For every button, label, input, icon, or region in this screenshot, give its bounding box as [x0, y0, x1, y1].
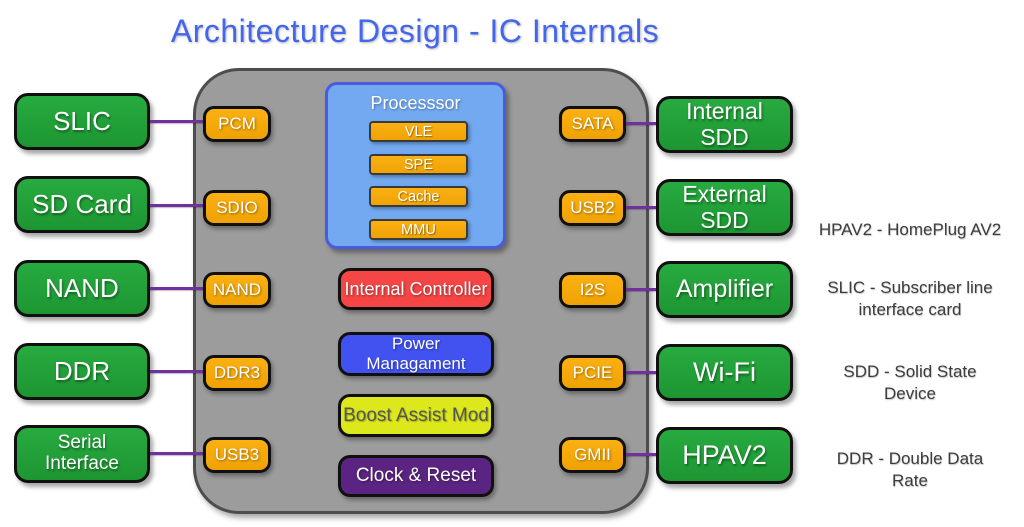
port-box-sdio: SDIO [203, 190, 271, 226]
connector-line-ddr-ddr3 [150, 370, 204, 373]
annotation-slic: SLIC - Subscriber line interface card [827, 278, 993, 319]
connector-line-nand-nand [150, 287, 204, 290]
processor-box: Processsor VLE SPE Cache MMU [325, 82, 506, 249]
connector-line-pcie-wifi [626, 371, 657, 374]
device-box-amplifier: Amplifier [656, 261, 793, 318]
device-box-sd-card: SD Card [14, 176, 150, 233]
processor-unit-vle: VLE [369, 121, 468, 142]
port-box-i2s: I2S [559, 272, 626, 308]
device-box-serial-interface: Serial Interface [14, 425, 150, 483]
port-box-gmii: GMII [559, 437, 626, 473]
port-box-ddr3: DDR3 [203, 355, 271, 391]
processor-unit-spe: SPE [369, 154, 468, 175]
device-box-nand: NAND [14, 260, 150, 317]
clock-reset-block: Clock & Reset [338, 455, 494, 497]
port-box-sata: SATA [559, 106, 626, 142]
device-box-hpav2: HPAV2 [656, 427, 793, 484]
connector-line-gmii-hpav2 [626, 453, 657, 456]
device-box-external-sdd: External SDD [656, 179, 793, 236]
port-box-usb2: USB2 [559, 190, 626, 226]
device-box-wifi: Wi-Fi [656, 344, 793, 401]
connector-line-slic-pcm [150, 120, 204, 123]
port-box-pcie: PCIE [559, 355, 626, 391]
connector-line-sdcard-sdio [150, 204, 204, 207]
annotation-ddr: DDR - Double Data Rate [836, 449, 984, 490]
internal-controller-block: Internal Controller [338, 268, 494, 310]
annotation-sdd: SDD - Solid State Device [843, 362, 977, 403]
connector-line-serial-usb3 [150, 452, 204, 455]
connector-line-sata-internal-sdd [626, 122, 657, 125]
port-box-pcm: PCM [203, 106, 271, 142]
power-management-block: Power Managament [338, 332, 494, 376]
page-title: Architecture Design - IC Internals [170, 13, 660, 49]
processor-unit-cache: Cache [369, 186, 468, 207]
connector-line-usb2-external-sdd [626, 206, 657, 209]
annotation-hpav2: HPAV2 - HomePlug AV2 [818, 220, 1002, 239]
device-box-ddr: DDR [14, 343, 150, 400]
port-box-nand: NAND [203, 272, 271, 308]
device-box-internal-sdd: Internal SDD [656, 96, 793, 153]
processor-title: Processsor [370, 93, 461, 113]
connector-line-i2s-amplifier [626, 288, 657, 291]
boost-assist-mod-block: Boost Assist Mod [338, 394, 494, 437]
port-box-usb3: USB3 [203, 437, 271, 473]
device-box-slic: SLIC [14, 93, 150, 150]
processor-unit-mmu: MMU [369, 219, 468, 240]
